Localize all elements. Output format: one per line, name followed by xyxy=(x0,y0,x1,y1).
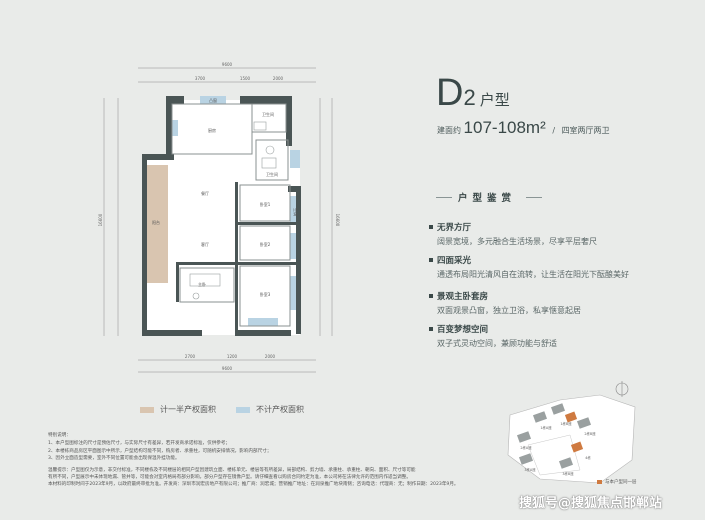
site-plan-caption: 与本户型同一层 xyxy=(597,479,637,485)
building-label: 3栋B座 xyxy=(562,471,574,476)
building-block xyxy=(550,403,566,415)
bullet-icon xyxy=(429,294,433,298)
building-label: 3栋A座 xyxy=(524,467,536,472)
area-label: 建面约 xyxy=(437,126,461,135)
feature-title: 无界方厅 xyxy=(437,223,472,233)
disclaimer-notes: 特别说明： 1、本户型图标注的尺寸是预估尺寸，与实际尺寸有差异，若开发商承诺标准… xyxy=(48,432,478,489)
area-separator: / xyxy=(552,126,556,135)
building-label: 1栋B座 xyxy=(560,421,572,426)
layout-desc: 四室两厅两卫 xyxy=(561,126,610,135)
note-line: 3、因外立面造型需要，室外不同位置可能会出现保温外挂功能。 xyxy=(48,456,180,462)
building-block xyxy=(516,431,532,443)
site-caption-text: 与本户型同一层 xyxy=(605,480,637,485)
note-line: 本材料的印制时间于2023年9月，以政府最终审批为准。开发商：深圳市润宏房地产有… xyxy=(48,482,459,488)
dim-top-3: 2000 xyxy=(273,76,284,81)
room-dining: 餐厅 xyxy=(201,190,209,196)
dim-top-total: 9600 xyxy=(222,62,233,67)
highlight-swatch xyxy=(597,480,602,484)
note-line: 1、本户型图标注的尺寸是预估尺寸，与实际尺寸有差异，若开发商承诺标准，仅供参考； xyxy=(48,441,231,447)
note-line: 2、本楼栋商品房区平面图示中所示，户型结构可能不同，购房者、承重柱，可随机安排情… xyxy=(48,448,272,454)
building-block xyxy=(532,411,548,423)
feature-desc: 通透布局阳光清风自在流转，让生活在阳光下酝酿美好 xyxy=(437,270,629,279)
legend-half-area: 计一半产权面积 xyxy=(140,404,216,415)
dim-bottom-1: 2700 xyxy=(185,354,196,359)
room-bed2: 卧室2 xyxy=(260,241,271,247)
watermark: 搜狐号@搜狐焦点邯郸站 xyxy=(519,496,663,511)
dim-bottom-total: 9600 xyxy=(222,366,233,371)
room-bath1: 卫生间 xyxy=(262,111,274,117)
building-block xyxy=(518,453,534,465)
building-block xyxy=(558,457,574,469)
dim-left-total: 16600 xyxy=(98,213,103,226)
feature-title: 景观主卧套房 xyxy=(437,292,489,302)
note-line: 特别说明： xyxy=(48,433,71,438)
section-divider-right xyxy=(526,197,542,198)
building-label: 4栋 xyxy=(585,455,591,460)
balcony-area xyxy=(144,165,168,283)
floor-plan: 9600 3700 1500 2000 2700 1200 2000 9600 … xyxy=(98,62,340,373)
room-bed3: 卧室3 xyxy=(260,291,271,297)
building-label: 2栋A座 xyxy=(520,445,532,450)
building-highlight xyxy=(564,411,578,423)
feature-item: 无界方厅 阔景宽境，多元融合生活场景，尽享平层奢尺 xyxy=(429,221,597,247)
section-divider-left xyxy=(436,197,452,198)
building-label: 2栋B座 xyxy=(584,431,596,436)
feature-item: 景观主卧套房 双面观景凸窗，独立卫浴，私享惬意起居 xyxy=(429,290,581,316)
unit-suffix: 户型 xyxy=(479,91,510,109)
room-bed1: 卧室1 xyxy=(260,201,271,207)
room-ac: 空调 xyxy=(293,208,299,216)
room-living: 客厅 xyxy=(201,241,209,247)
legend-half-label: 计一半产权面积 xyxy=(160,405,216,414)
room-kitchen: 厨房 xyxy=(208,127,216,133)
room-master: 主卧 xyxy=(198,281,206,287)
dim-bottom-3: 2000 xyxy=(265,354,276,359)
bullet-icon xyxy=(429,258,433,262)
note-line: 有所不同，户型展示中未体现地漏、管井等，可能会对室内格局有部分影响，部分户型存在… xyxy=(48,475,411,481)
unit-letter: D xyxy=(436,72,464,114)
dim-top-1: 3700 xyxy=(195,76,206,81)
dim-top-2: 1500 xyxy=(240,76,251,81)
building-label: 1栋A座 xyxy=(540,425,552,430)
dim-bottom-2: 1200 xyxy=(227,354,238,359)
feature-title: 四面采光 xyxy=(437,256,472,266)
area-line: 建面约 107-108m² / 四室两厅两卫 xyxy=(437,118,610,138)
feature-desc: 阔景宽境，多元融合生活场景，尽享平层奢尺 xyxy=(437,237,597,246)
room-balcony: 阳台 xyxy=(152,219,160,225)
legend-half-swatch xyxy=(140,406,154,413)
legend-none-label: 不计产权面积 xyxy=(256,405,304,414)
feature-item: 百变梦想空间 双子式灵动空间，兼顾功能与舒适 xyxy=(429,323,557,349)
unit-number: 2 xyxy=(463,85,476,110)
feature-item: 四面采光 通透布局阳光清风自在流转，让生活在阳光下酝酿美好 xyxy=(429,254,629,280)
legend-none-swatch xyxy=(236,406,250,413)
room-bath2: 卫生间 xyxy=(266,171,278,177)
feature-desc: 双面观景凸窗，独立卫浴，私享惬意起居 xyxy=(437,306,581,315)
legend-none-area: 不计产权面积 xyxy=(236,404,304,415)
area-value: 107-108m² xyxy=(463,118,546,137)
building-block xyxy=(576,417,592,429)
feature-title: 百变梦想空间 xyxy=(437,325,489,335)
features-title: 户型鉴赏 xyxy=(458,193,517,204)
bullet-icon xyxy=(429,225,433,229)
note-line: 温馨提示：户型图仅为示意，非交付标准，不同楼栋及不同楼层的相同户型因建筑立面、楼… xyxy=(48,467,416,473)
room-bay: 凸窗 xyxy=(209,97,217,103)
bullet-icon xyxy=(429,327,433,331)
dim-right-total: 16600 xyxy=(335,214,340,227)
building-highlight xyxy=(570,441,584,453)
site-plan: 1栋A座 1栋B座 2栋A座 2栋B座 3栋A座 3栋B座 4栋 xyxy=(507,381,636,484)
feature-desc: 双子式灵动空间，兼顾功能与舒适 xyxy=(437,339,557,348)
